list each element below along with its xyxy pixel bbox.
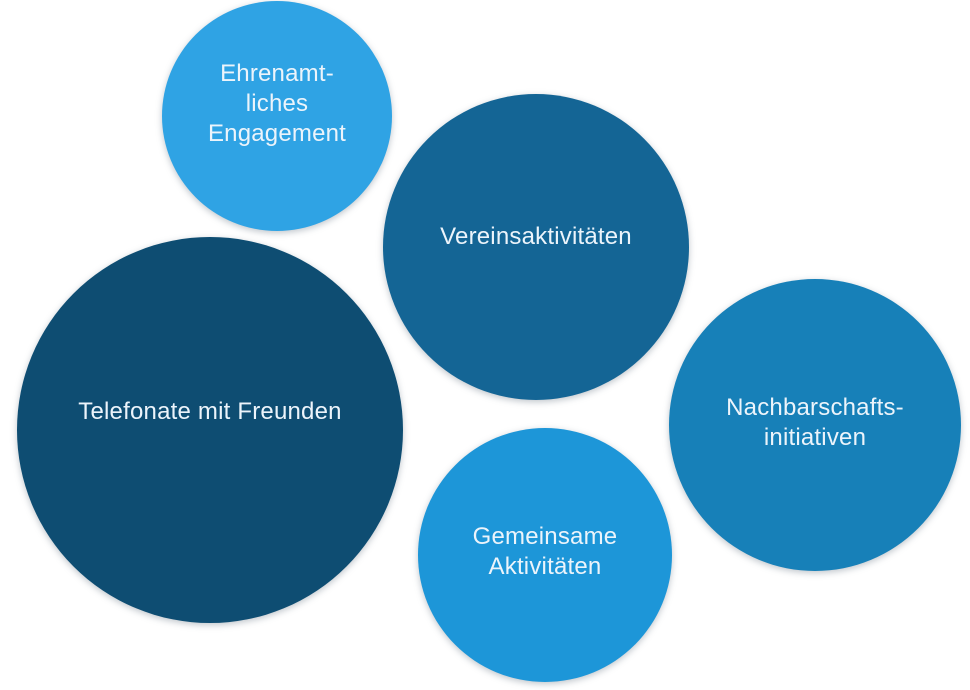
bubble-ehrenamtliches-engagement: Ehrenamt- liches Engagement (162, 1, 392, 231)
bubble-telefonate-mit-freunden: Telefonate mit Freunden (17, 237, 403, 623)
bubble-label-vereinsaktivitaeten: Vereinsaktivitäten (440, 223, 632, 250)
bubble-label-nachbarschaftsinitiativen: Nachbarschafts- initiativen (726, 394, 904, 451)
bubble-vereinsaktivitaeten: Vereinsaktivitäten (383, 94, 689, 400)
bubble-nachbarschaftsinitiativen: Nachbarschafts- initiativen (669, 279, 961, 571)
bubble-label-gemeinsame-aktivitaeten: Gemeinsame Aktivitäten (472, 523, 618, 580)
bubble-label-telefonate-mit-freunden: Telefonate mit Freunden (78, 398, 342, 425)
bubble-gemeinsame-aktivitaeten: Gemeinsame Aktivitäten (418, 428, 672, 682)
bubble-label-ehrenamtliches-engagement: Ehrenamt- liches Engagement (207, 60, 347, 147)
